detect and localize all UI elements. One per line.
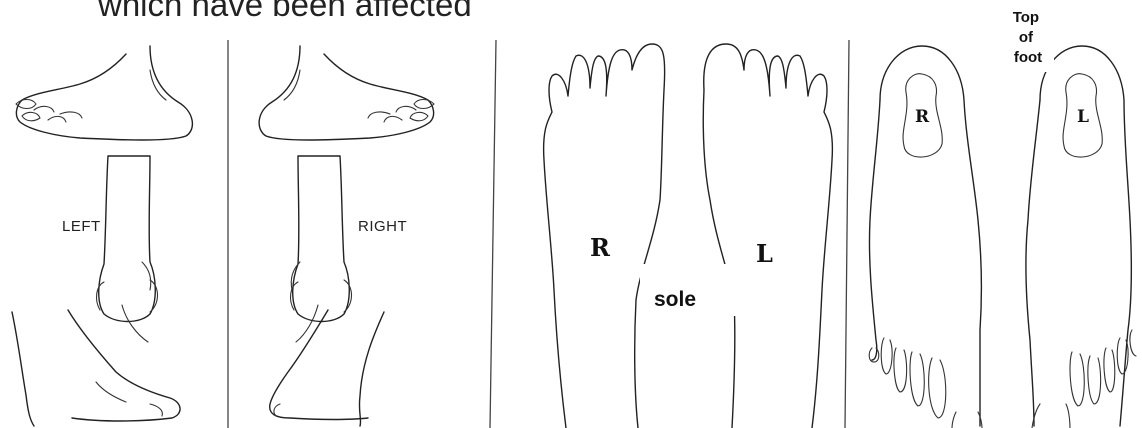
left-foot-top-outline bbox=[1026, 46, 1136, 428]
left-foot-side-view-top bbox=[16, 46, 192, 140]
right-sole-letter: R bbox=[590, 233, 611, 262]
tops-panel: R L Top of foot bbox=[869, 2, 1136, 428]
right-top-letter: R bbox=[915, 107, 930, 127]
top-caption-line-1: Top bbox=[1013, 9, 1039, 26]
left-sole-letter: L bbox=[756, 239, 773, 268]
left-foot-panel: LEFT bbox=[12, 46, 192, 426]
top-caption-line-3: foot bbox=[1014, 49, 1042, 66]
divider-2 bbox=[490, 40, 496, 428]
left-side-label: LEFT bbox=[62, 218, 101, 235]
right-side-label: RIGHT bbox=[358, 218, 407, 235]
left-sole-outline bbox=[703, 44, 832, 428]
right-foot-side-view-top bbox=[259, 46, 434, 140]
soles-panel: R L sole bbox=[544, 44, 833, 428]
left-foot-back-view bbox=[97, 156, 158, 322]
right-foot-top-outline bbox=[869, 46, 982, 428]
sole-caption: sole bbox=[654, 288, 696, 311]
right-foot-side-view-bottom bbox=[270, 305, 384, 426]
left-top-letter: L bbox=[1077, 107, 1089, 127]
right-foot-back-view bbox=[291, 156, 352, 322]
top-caption-line-2: of bbox=[1019, 29, 1034, 46]
left-foot-side-view-bottom bbox=[12, 305, 180, 426]
right-foot-panel: RIGHT bbox=[259, 46, 434, 426]
divider-3 bbox=[845, 40, 849, 428]
